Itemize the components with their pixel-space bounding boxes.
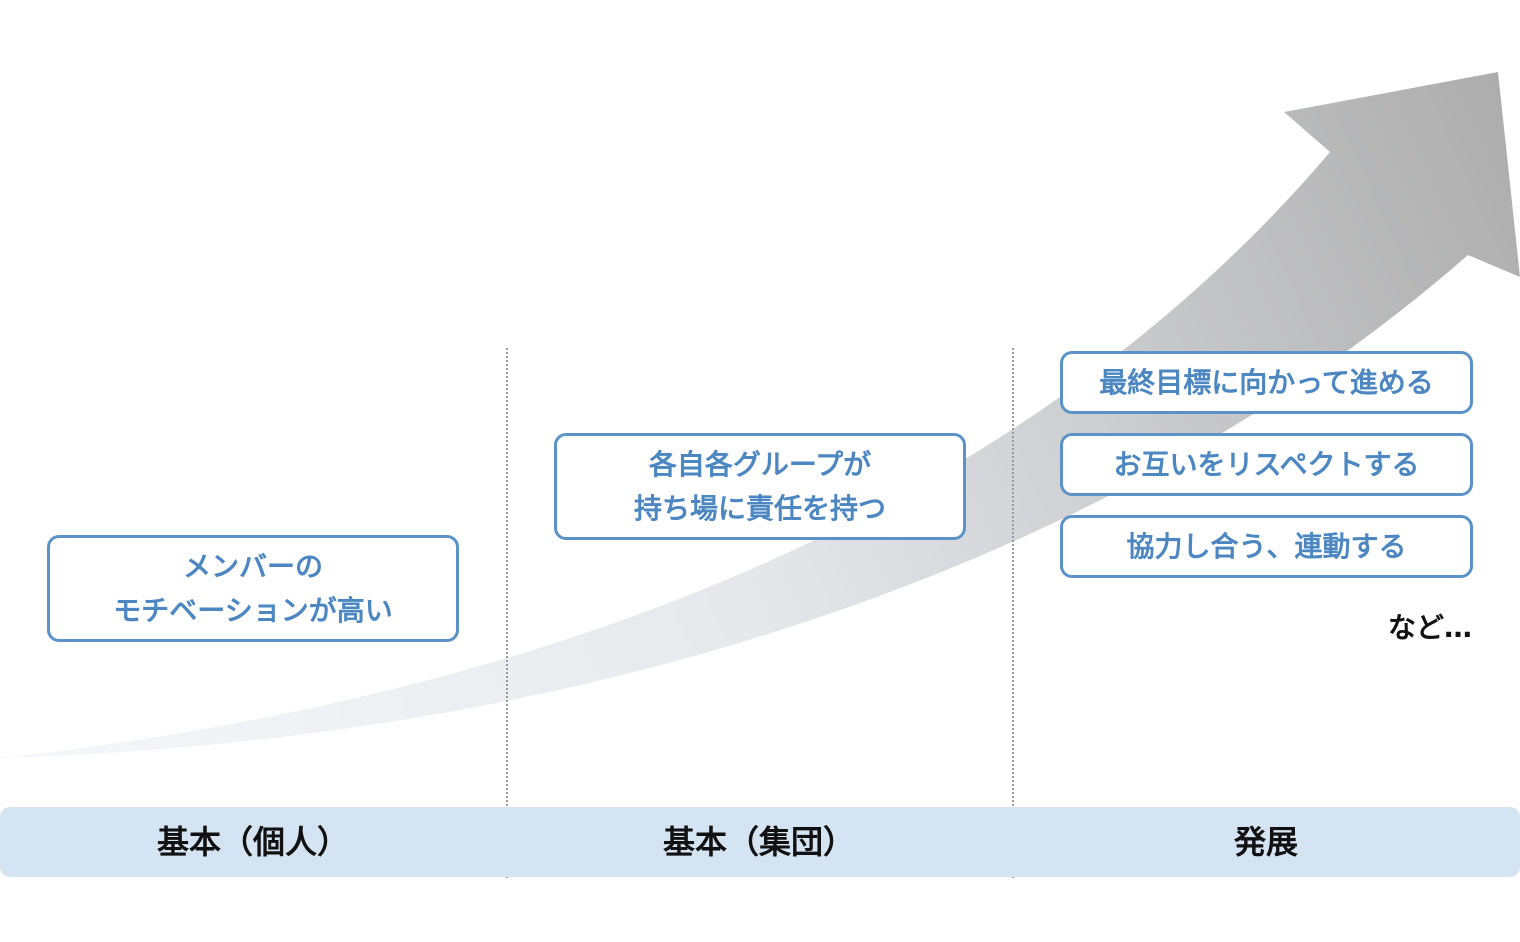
- stage-2-box-line-1: 各自各グループが: [648, 447, 872, 481]
- stage-label-1: 基本（個人）: [156, 823, 349, 861]
- stage-label-3: 発展: [1233, 823, 1298, 861]
- stage-1-box: メンバーの モチベーションが高い: [47, 535, 459, 642]
- stage-3-box-1-text: 最終目標に向かって進める: [1099, 365, 1434, 399]
- stage-3-box-3: 協力し合う、連動する: [1060, 515, 1473, 578]
- stage-2-box: 各自各グループが 持ち場に責任を持つ: [554, 433, 966, 540]
- stage-3-box-2: お互いをリスペクトする: [1060, 433, 1473, 496]
- stage-label-2: 基本（集団）: [662, 823, 855, 861]
- stage-2-box-line-2: 持ち場に責任を持つ: [633, 491, 886, 525]
- stage-3-box-1: 最終目標に向かって進める: [1060, 351, 1473, 414]
- stage-band: [0, 807, 1520, 877]
- stage-divider-1: [506, 348, 508, 878]
- growth-arrow-shape: [0, 72, 1520, 758]
- stage-3-box-3-text: 協力し合う、連動する: [1126, 529, 1407, 563]
- etc-label: など…: [1387, 611, 1472, 644]
- stage-1-box-line-2: モチベーションが高い: [113, 593, 393, 627]
- stage-divider-2: [1012, 348, 1014, 878]
- stage-3-box-2-text: お互いをリスペクトする: [1113, 447, 1420, 481]
- stage-1-box-line-1: メンバーの: [182, 549, 323, 583]
